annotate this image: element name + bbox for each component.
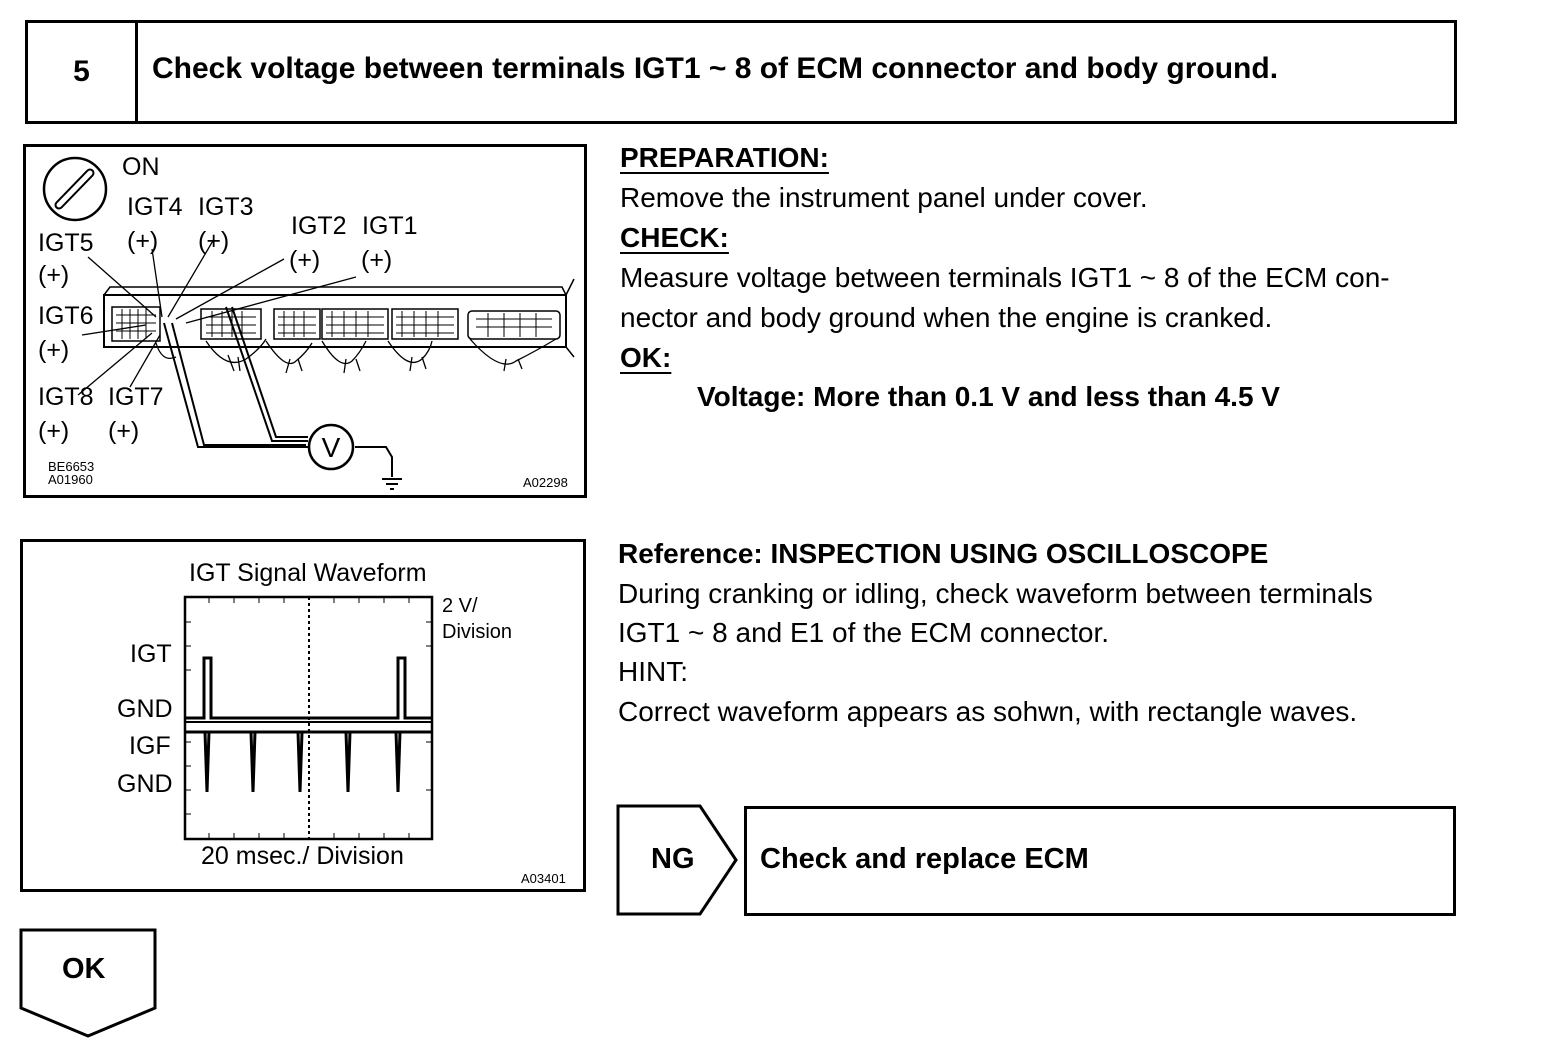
channel-label-igf: IGF xyxy=(129,732,171,760)
channel-label-igt: IGT xyxy=(130,640,172,668)
check-text-line1: Measure voltage between terminals IGT1 ~… xyxy=(620,262,1390,293)
igt-waveform-figure: IGT Signal Waveform 2 V/ Division IGT GN… xyxy=(20,539,586,892)
leader-lines xyxy=(77,238,357,396)
preparation-text: Remove the instrument panel under cover. xyxy=(620,182,1148,213)
ok-result-label: OK xyxy=(62,953,106,985)
terminal-igt8-polarity: (+) xyxy=(38,417,70,445)
ok-spec-text: Voltage: More than 0.1 V and less than 4… xyxy=(697,381,1280,412)
reference-text-line2: IGT1 ~ 8 and E1 of the ECM connector. xyxy=(618,617,1110,648)
probe-wires xyxy=(163,306,393,477)
step-header-box xyxy=(25,20,1457,124)
ignition-switch-icon xyxy=(42,156,108,222)
terminal-igt7-label: IGT7 xyxy=(108,383,164,411)
ok-spec-heading: OK: xyxy=(620,342,672,373)
hint-text: Correct waveform appears as sohwn, with … xyxy=(618,696,1358,727)
terminal-igt8-label: IGT8 xyxy=(38,383,94,411)
terminal-igt5-polarity: (+) xyxy=(38,261,70,289)
terminal-igt6-polarity: (+) xyxy=(38,336,70,364)
terminal-igt3-polarity: (+) xyxy=(198,227,230,255)
channel-label-gnd-1: GND xyxy=(117,695,173,723)
step-number: 5 xyxy=(28,23,138,121)
figure-id: A03401 xyxy=(521,871,566,886)
scope-ticks xyxy=(185,597,432,839)
preparation-heading: PREPARATION: xyxy=(620,142,829,173)
time-scale: 20 msec./ Division xyxy=(201,842,404,870)
terminal-igt3-label: IGT3 xyxy=(198,193,254,221)
connector-pins xyxy=(116,309,552,339)
terminal-igt4-label: IGT4 xyxy=(127,193,183,221)
ecm-connector-drawing: V xyxy=(42,156,575,490)
figure-id: A02298 xyxy=(523,475,568,490)
voltmeter-symbol: V xyxy=(322,432,341,463)
ng-result-label: NG xyxy=(651,843,695,875)
figure-code-b: A01960 xyxy=(48,472,93,487)
terminal-igt1-polarity: (+) xyxy=(361,246,393,274)
oscilloscope-drawing xyxy=(183,595,434,841)
reference-heading: Reference: INSPECTION USING OSCILLOSCOPE xyxy=(618,538,1269,569)
terminal-igt5-label: IGT5 xyxy=(38,229,94,257)
terminal-igt2-label: IGT2 xyxy=(291,212,347,240)
ng-action-box xyxy=(744,806,1456,916)
figure-code-a: BE6653 xyxy=(48,459,95,474)
terminal-igt1-label: IGT1 xyxy=(362,212,418,240)
terminal-igt7-polarity: (+) xyxy=(108,417,140,445)
channel-label-gnd-2: GND xyxy=(117,770,173,798)
terminal-igt4-polarity: (+) xyxy=(127,227,159,255)
voltage-scale: 2 V/ xyxy=(442,595,478,617)
check-text-line2: nector and body ground when the engine i… xyxy=(620,302,1273,333)
waveform-title: IGT Signal Waveform xyxy=(189,559,427,587)
reference-text-line1: During cranking or idling, check wavefor… xyxy=(618,578,1373,609)
step-title: Check voltage between terminals IGT1 ~ 8… xyxy=(152,52,1279,85)
igt-trace xyxy=(185,656,432,720)
terminal-igt6-label: IGT6 xyxy=(38,302,94,330)
hint-label: HINT: xyxy=(618,656,688,687)
ecm-connector-figure: V ON IGT4 IGT3 IGT2 IGT1 (+) (+) IGT5 (+… xyxy=(23,144,587,498)
wire-harness xyxy=(155,338,557,374)
voltmeter-icon xyxy=(307,423,355,471)
ground-icon xyxy=(382,478,402,490)
ng-action-text: Check and replace ECM xyxy=(760,843,1089,875)
voltage-scale-unit: Division xyxy=(442,621,513,643)
ecm-connectors xyxy=(111,306,561,342)
terminal-igt2-polarity: (+) xyxy=(289,246,321,274)
check-heading: CHECK: xyxy=(620,222,729,253)
switch-on-label: ON xyxy=(122,153,160,181)
